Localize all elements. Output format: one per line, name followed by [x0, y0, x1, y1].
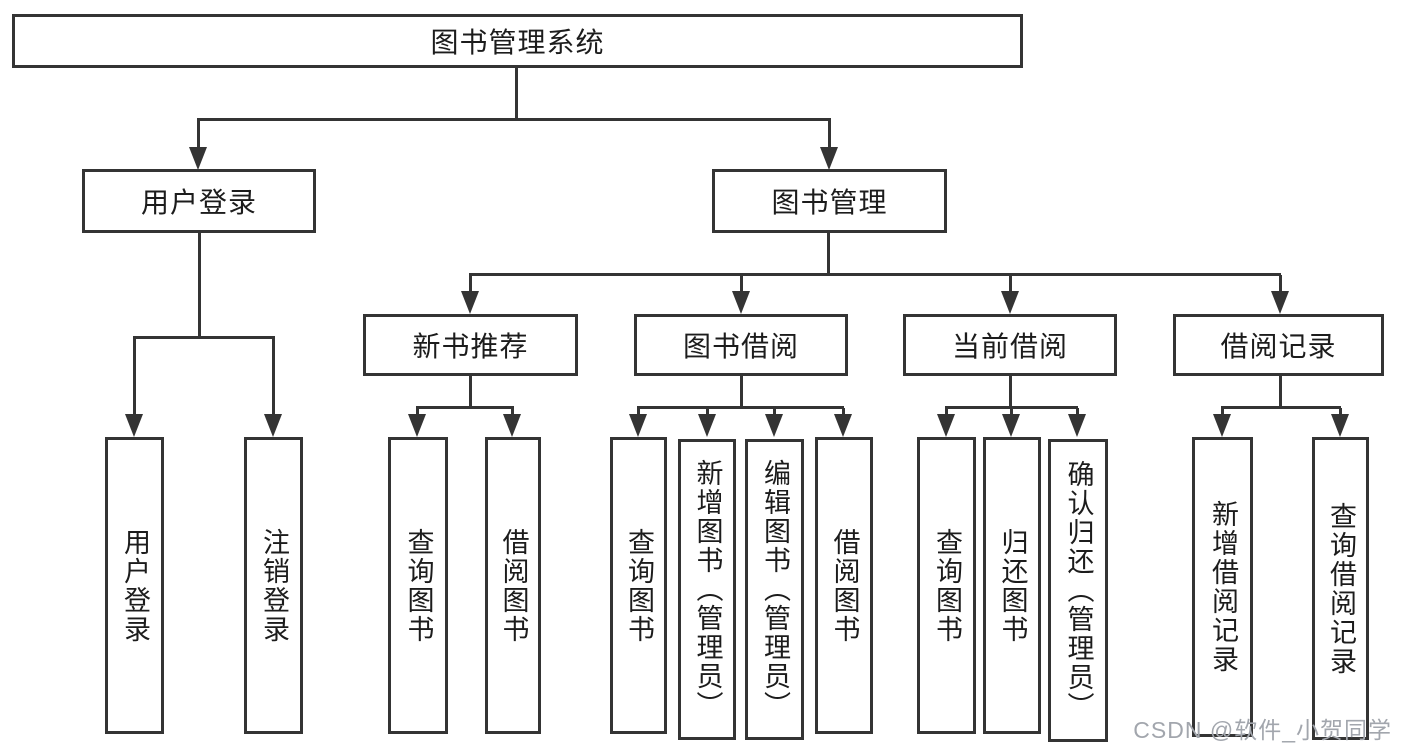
connector-line-v	[272, 338, 275, 414]
connector-line-v	[1339, 408, 1342, 414]
connector-line-v	[133, 338, 136, 414]
arrowhead-down-icon	[264, 414, 282, 437]
arrowhead-down-icon	[189, 147, 207, 170]
node-new-book-recommend: 新书推荐	[363, 314, 578, 376]
node-edit-books-admin: 编辑图书（管理员）	[745, 439, 804, 740]
connector-line-v	[469, 376, 472, 406]
node-label: 新书推荐	[412, 331, 529, 362]
connector-line-h	[416, 406, 514, 409]
node-borrow-books-recommend: 借阅图书	[485, 437, 541, 734]
connector-line-v	[469, 275, 472, 292]
arrowhead-down-icon	[408, 414, 426, 437]
connector-line-v	[1009, 376, 1012, 406]
connector-line-v	[773, 408, 776, 414]
connector-line-v	[1279, 275, 1282, 292]
arrowhead-down-icon	[125, 414, 143, 437]
node-label: 图书借阅	[682, 331, 799, 362]
arrowhead-down-icon	[937, 414, 955, 437]
node-library-system: 图书管理系统	[12, 14, 1023, 68]
connector-line-v	[197, 120, 200, 148]
connector-line-v	[827, 233, 830, 273]
connector-line-h	[133, 336, 275, 339]
node-add-borrow-record: 新增借阅记录	[1192, 437, 1253, 737]
arrowhead-down-icon	[1331, 414, 1349, 437]
arrowhead-down-icon	[1068, 414, 1086, 437]
node-book-management: 图书管理	[712, 169, 947, 233]
connector-line-v	[842, 408, 845, 414]
node-confirm-return-admin: 确认归还（管理员）	[1048, 439, 1108, 742]
arrowhead-down-icon	[698, 414, 716, 437]
node-query-books-recommend: 查询图书	[388, 437, 448, 734]
connector-line-v	[828, 120, 831, 148]
node-query-borrow-record: 查询借阅记录	[1312, 437, 1369, 740]
connector-line-h	[945, 406, 1078, 409]
node-add-books-admin: 新增图书（管理员）	[678, 439, 736, 740]
node-user-login: 用户登录	[82, 169, 316, 233]
arrowhead-down-icon	[1213, 414, 1231, 437]
arrowhead-down-icon	[1001, 291, 1019, 314]
arrowhead-down-icon	[461, 291, 479, 314]
arrowhead-down-icon	[765, 414, 783, 437]
node-label: 图书管理	[771, 187, 888, 218]
connector-line-v	[637, 408, 640, 414]
arrowhead-down-icon	[1271, 291, 1289, 314]
connector-line-v	[1010, 408, 1013, 414]
node-book-borrowing: 图书借阅	[634, 314, 848, 376]
node-label: 确认归还（管理员）	[1063, 460, 1094, 721]
node-label: 新增借阅记录	[1208, 500, 1238, 674]
node-logout: 注销登录	[244, 437, 303, 734]
connector-line-v	[740, 275, 743, 292]
connector-line-v	[706, 408, 709, 414]
node-user-login-leaf: 用户登录	[105, 437, 164, 734]
node-borrowing-records: 借阅记录	[1173, 314, 1384, 376]
node-return-books: 归还图书	[983, 437, 1041, 734]
node-label: 注销登录	[259, 527, 289, 644]
arrowhead-down-icon	[732, 291, 750, 314]
arrowhead-down-icon	[820, 147, 838, 170]
connector-line-v	[515, 68, 518, 118]
node-label: 查询图书	[932, 527, 962, 644]
node-label: 借阅图书	[498, 527, 529, 644]
node-label: 新增图书（管理员）	[692, 459, 723, 720]
node-label: 图书管理系统	[430, 27, 605, 58]
connector-line-v	[1279, 376, 1282, 406]
node-label: 查询借阅记录	[1326, 501, 1356, 676]
arrowhead-down-icon	[629, 414, 647, 437]
connector-line-v	[1221, 408, 1224, 414]
connector-line-v	[1076, 408, 1079, 414]
arrowhead-down-icon	[834, 414, 852, 437]
node-label: 归还图书	[997, 527, 1028, 644]
node-label: 编辑图书（管理员）	[760, 459, 790, 720]
connector-line-v	[740, 376, 743, 406]
connector-line-h	[637, 406, 844, 409]
connector-line-h	[197, 118, 831, 121]
connector-line-v	[1009, 275, 1012, 292]
node-label: 当前借阅	[951, 331, 1068, 362]
node-query-books-borrowing: 查询图书	[610, 437, 667, 734]
node-label: 借阅图书	[829, 527, 860, 644]
connector-line-v	[198, 233, 201, 336]
connector-line-h	[469, 273, 1281, 276]
node-label: 用户登录	[140, 187, 257, 218]
arrowhead-down-icon	[503, 414, 521, 437]
node-borrow-books-leaf: 借阅图书	[815, 437, 873, 734]
node-query-books-current: 查询图书	[917, 437, 976, 734]
csdn-watermark: CSDN @软件_小贺同学	[1133, 717, 1392, 743]
connector-line-v	[945, 408, 948, 414]
node-label: 查询图书	[624, 527, 654, 644]
node-current-borrowing: 当前借阅	[903, 314, 1117, 376]
connector-line-v	[511, 408, 514, 414]
connector-line-v	[416, 408, 419, 414]
connector-line-h	[1221, 406, 1341, 409]
node-label: 用户登录	[120, 527, 150, 644]
node-label: 查询图书	[403, 527, 434, 644]
arrowhead-down-icon	[1002, 414, 1020, 437]
node-label: 借阅记录	[1220, 331, 1337, 362]
